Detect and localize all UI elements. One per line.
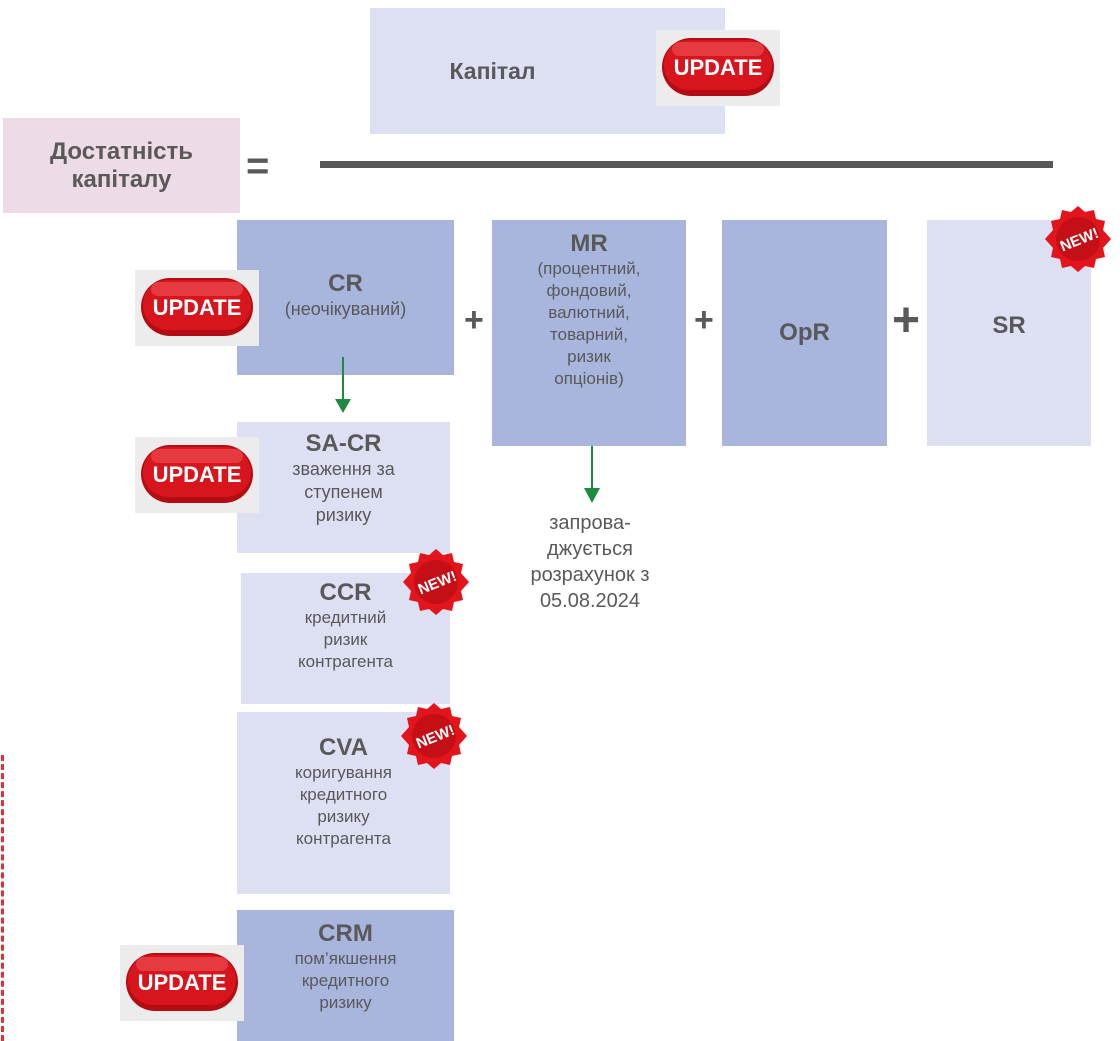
sr-title: SR	[992, 312, 1026, 339]
crm-line: ризику	[319, 992, 372, 1012]
dashed-border	[1, 755, 4, 1041]
fraction-line	[320, 161, 1053, 168]
new-badge-ccr: NEW!	[400, 546, 470, 616]
cva-line: ризику	[317, 806, 370, 826]
ccr-box: CCR кредитний ризик контрагента	[241, 573, 450, 704]
adequacy-line2: капіталу	[71, 165, 172, 193]
mr-title: MR	[570, 230, 608, 257]
cva-line: коригування	[294, 762, 392, 782]
sacr-box: SA-CR зваження за ступенем ризику	[237, 422, 450, 553]
new-badge-cva: NEW!	[398, 700, 468, 770]
sacr-title: SA-CR	[305, 430, 382, 457]
plus-1: +	[464, 301, 484, 339]
new-badge-sr: NEW!	[1042, 203, 1112, 273]
cr-sub: (неочікуваний)	[284, 298, 407, 319]
sacr-line: ступенем	[304, 481, 383, 502]
crm-box: CRM пом’якшення кредитного ризику	[237, 910, 454, 1041]
mr-note: запрова- джується розрахунок з 05.08.202…	[490, 510, 690, 614]
ccr-line: кредитний	[304, 607, 387, 627]
update-badge-label: UPDATE	[674, 55, 763, 80]
opr-box: OpR	[722, 220, 887, 446]
mr-note-line: 05.08.2024	[539, 590, 641, 612]
update-badge-crm: UPDATE	[120, 945, 244, 1021]
adequacy-line1: Достатність	[50, 137, 193, 165]
mr-note-line: розрахунок з	[530, 564, 650, 586]
mr-line: товарний,	[550, 324, 628, 344]
mr-box: MR (процентний, фондовий, валютний, това…	[492, 220, 686, 446]
mr-line: фондовий,	[546, 280, 632, 300]
update-badge-label: UPDATE	[138, 970, 227, 995]
update-badge-capital: UPDATE	[656, 30, 780, 106]
ccr-line: ризик	[323, 629, 368, 649]
opr-title: OpR	[779, 319, 830, 347]
update-badge-label: UPDATE	[153, 295, 242, 320]
sacr-line: ризику	[315, 505, 372, 526]
ccr-line: контрагента	[298, 651, 393, 671]
plus-2: +	[694, 301, 714, 339]
mr-line: опціонів)	[554, 369, 624, 389]
equals-sign: =	[246, 144, 270, 188]
mr-line: (процентний,	[537, 258, 641, 278]
sacr-line: зваження за	[292, 458, 395, 479]
arrow-mr-note	[584, 446, 600, 503]
crm-title: CRM	[318, 920, 373, 947]
update-badge-label: UPDATE	[153, 462, 242, 487]
mr-line: валютний,	[548, 302, 630, 322]
arrow-cr-sacr	[335, 357, 351, 413]
cva-title: CVA	[319, 734, 368, 761]
update-badge-sacr: UPDATE	[135, 437, 259, 513]
cr-title: CR	[328, 270, 363, 297]
cva-line: контрагента	[296, 828, 391, 848]
adequacy-box: Достатність капіталу	[3, 118, 240, 213]
plus-3: +	[892, 294, 921, 347]
crm-line: кредитного	[301, 970, 390, 990]
update-badge-cr: UPDATE	[135, 270, 259, 346]
ccr-title: CCR	[319, 579, 372, 606]
mr-note-line: джується	[547, 538, 633, 560]
cr-box: CR (неочікуваний)	[237, 220, 454, 375]
capital-title: Капітал	[449, 57, 536, 84]
crm-line: пом’якшення	[294, 948, 397, 968]
mr-line: ризик	[567, 346, 611, 366]
mr-note-line: запрова-	[549, 512, 631, 534]
cva-line: кредитного	[299, 784, 388, 804]
